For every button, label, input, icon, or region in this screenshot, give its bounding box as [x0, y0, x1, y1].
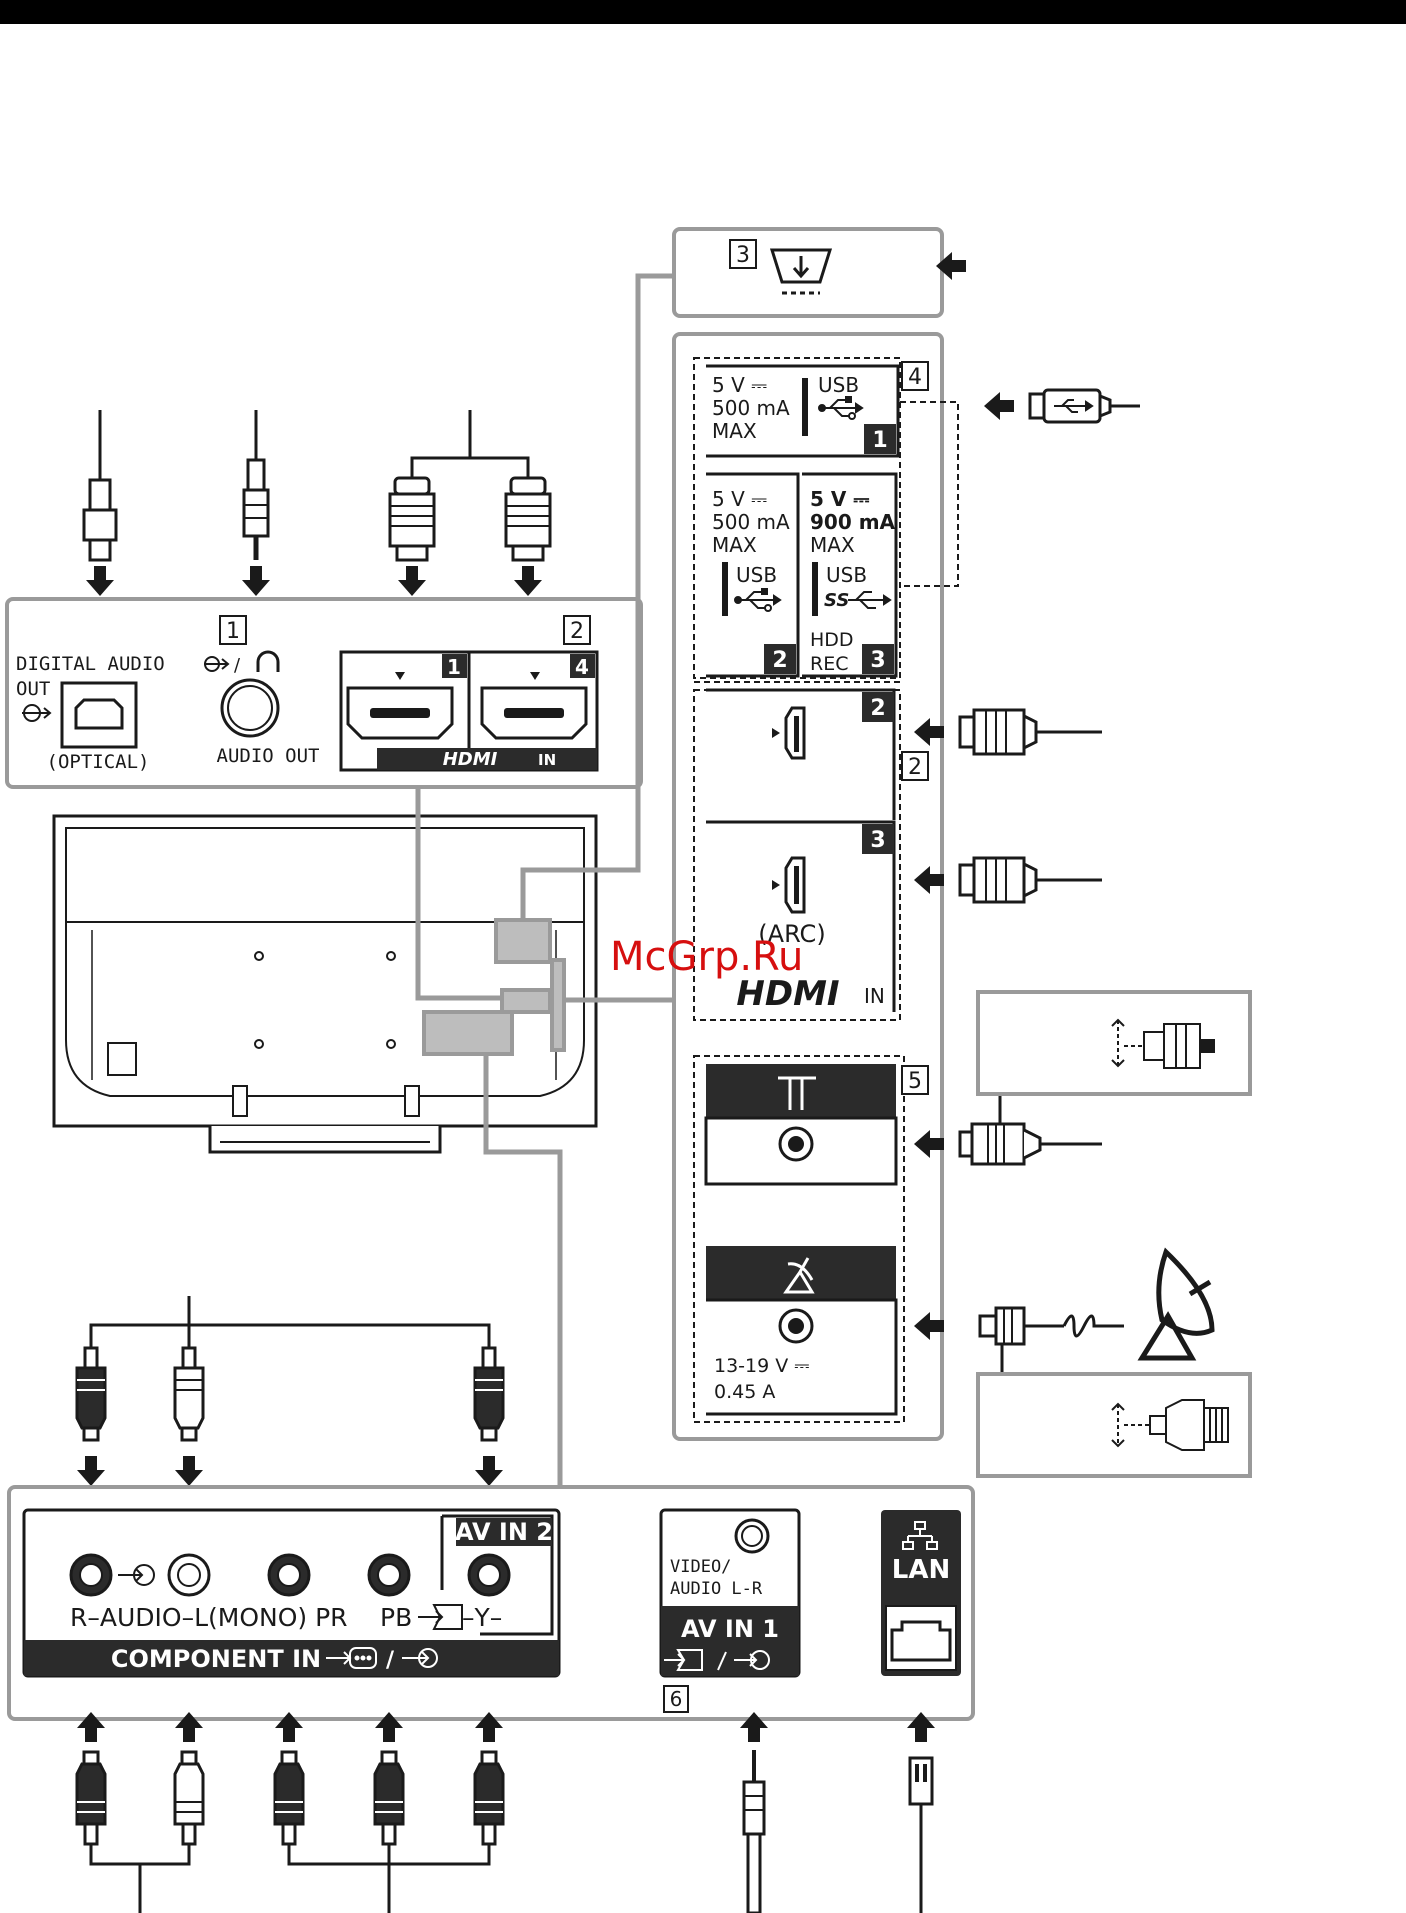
component-in-block: COMPONENT IN / AV IN 2 — [24, 1510, 559, 1676]
av-in-2-label: AV IN 2 — [455, 1518, 553, 1546]
rca-plug-icon — [77, 1752, 105, 1844]
section-number: 2 — [908, 755, 922, 780]
pb-label: PB — [380, 1603, 412, 1632]
lan-plug-icon — [910, 1758, 932, 1913]
usb-label: USB — [736, 563, 777, 587]
hdmi-in-block: 1 4 HDMI IN — [341, 652, 597, 770]
usb-label: USB — [826, 563, 867, 587]
usb-port-number: 1 — [872, 428, 887, 453]
rca-plug-icon — [475, 1348, 503, 1440]
f-type-plug-icon — [980, 1308, 1124, 1372]
optical-port[interactable] — [62, 683, 136, 747]
usb-current: 900 mA — [810, 510, 896, 534]
y-video-jack[interactable] — [469, 1555, 509, 1595]
audio-lr-label: AUDIO L-R — [670, 1579, 763, 1599]
audio-out-jack[interactable] — [222, 680, 278, 736]
coax-plug-icon — [960, 1094, 1102, 1164]
svg-text:/: / — [234, 655, 241, 676]
rca-plug-icon — [77, 1348, 105, 1440]
section-number: 4 — [908, 365, 922, 390]
section-number: 1 — [226, 619, 240, 644]
section-number: 6 — [670, 1687, 683, 1711]
av-in-1-label: AV IN 1 — [681, 1615, 779, 1643]
usb-port-number: 3 — [870, 648, 885, 673]
section-number: 2 — [570, 619, 584, 644]
usb-current: 500 mA — [712, 396, 790, 420]
hdmi-plug-icon — [390, 478, 434, 560]
usb-max: MAX — [712, 533, 757, 557]
rca-plug-icon — [375, 1752, 403, 1844]
top-bar — [0, 0, 1406, 24]
hdmi-plug-icon — [960, 858, 1036, 902]
side-panel: 3 4 1 5 V ⎓ 500 mA MAX USB — [674, 229, 1250, 1476]
hdd-label: HDD — [810, 629, 854, 651]
satellite-dish-icon — [1142, 1252, 1212, 1358]
rca-plug-icon — [275, 1752, 303, 1844]
hdmi-port-number: 2 — [870, 696, 885, 721]
digital-audio-label: DIGITAL AUDIO — [16, 653, 165, 675]
audio-row-label: R–AUDIO–L(MONO) PR — [70, 1603, 348, 1632]
section-number: 3 — [736, 243, 750, 268]
usb-label: USB — [818, 373, 859, 397]
hdmi-logo: HDMI — [443, 749, 498, 770]
audio-r-jack[interactable] — [71, 1555, 111, 1595]
hdmi-logo: HDMI — [736, 974, 839, 1014]
rec-label: REC — [810, 653, 848, 675]
svg-text:SS: SS — [824, 590, 849, 611]
usb-plug-icon — [1030, 390, 1140, 422]
hdmi-port-4[interactable] — [482, 688, 586, 738]
hdmi-plug-icon — [960, 710, 1036, 754]
av-in-1-jack[interactable] — [736, 1520, 768, 1552]
av-mini-plug-icon — [744, 1750, 764, 1913]
pr-jack[interactable] — [269, 1555, 309, 1595]
rca-plug-icon — [175, 1752, 203, 1844]
video-audio-label: VIDEO/ — [670, 1557, 731, 1577]
usb-max: MAX — [810, 533, 855, 557]
hdmi-in-label: IN — [538, 751, 556, 769]
hdmi-port-1[interactable] — [348, 688, 452, 738]
hdmi-plug-icon — [506, 478, 550, 560]
usb-voltage: 5 V ⎓ — [810, 487, 869, 511]
component-in-label: COMPONENT IN — [111, 1645, 321, 1673]
optical-plug-icon — [84, 480, 116, 560]
usb-voltage: 5 V ⎓ — [712, 487, 767, 511]
lan-block: LAN — [881, 1510, 961, 1676]
rca-plug-icon — [175, 1348, 203, 1440]
audio-out-label: AUDIO OUT — [217, 745, 320, 767]
hdmi-port-number: 4 — [575, 655, 589, 679]
watermark: McGrp.Ru — [610, 934, 803, 980]
satellite-voltage: 13-19 V ⎓ — [714, 1355, 809, 1377]
mini-jack-plug-icon — [244, 460, 268, 560]
out-label: OUT — [16, 678, 50, 700]
lan-port[interactable] — [886, 1606, 956, 1670]
usb-port-number: 2 — [772, 648, 787, 673]
pb-jack[interactable] — [369, 1555, 409, 1595]
lan-label: LAN — [892, 1555, 950, 1585]
rca-plug-icon — [475, 1752, 503, 1844]
audio-l-jack[interactable] — [169, 1555, 209, 1595]
y-label: –Y– — [462, 1603, 502, 1632]
hdmi-port-number: 1 — [447, 655, 461, 679]
satellite-current: 0.45 A — [714, 1381, 775, 1403]
hdmi-port-number: 3 — [870, 828, 885, 853]
section-number: 5 — [908, 1069, 922, 1094]
usb-current: 500 mA — [712, 510, 790, 534]
top-panel: 1 2 DIGITAL AUDIO OUT (OPTICAL) / AUDIO … — [7, 410, 641, 787]
hdmi-in-label: IN — [864, 984, 885, 1008]
usb-max: MAX — [712, 419, 757, 443]
tv-rear-view — [54, 816, 596, 1152]
optical-label: (OPTICAL) — [47, 751, 150, 773]
usb-voltage: 5 V ⎓ — [712, 373, 767, 397]
svg-text:/: / — [386, 1648, 395, 1673]
